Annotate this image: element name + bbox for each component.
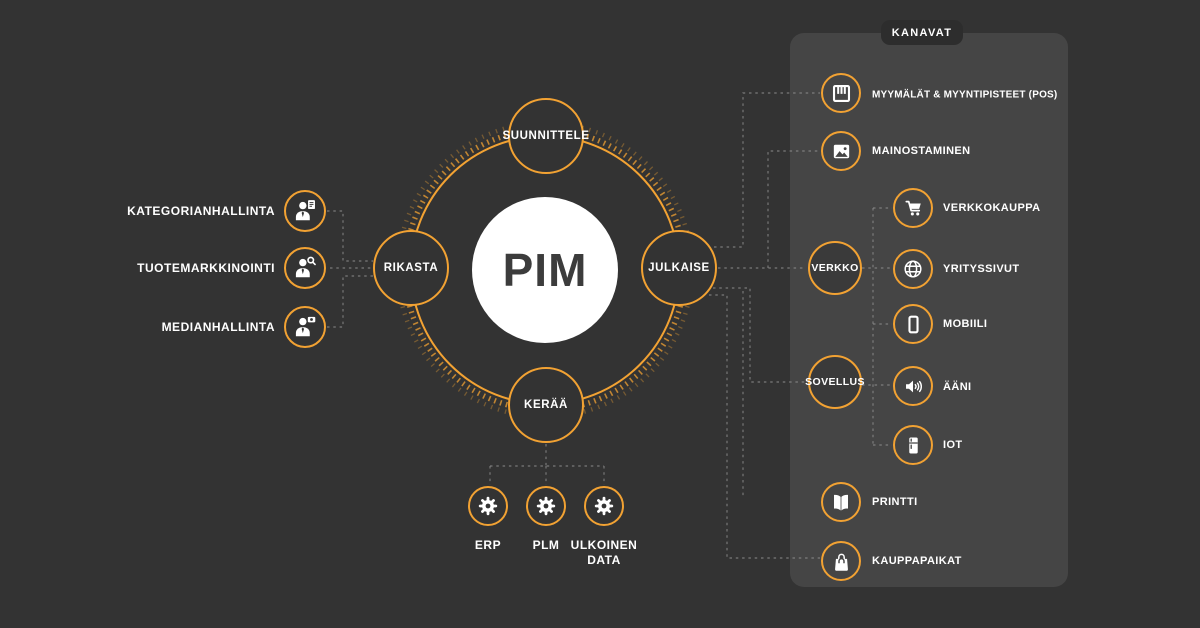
person-search-icon <box>295 256 316 278</box>
channel-circle-yrityssivut <box>893 249 933 289</box>
speaker-icon <box>905 380 922 392</box>
channel-circle-printti <box>821 482 861 522</box>
cycle-node-label: KERÄÄ <box>524 399 568 411</box>
phone-icon <box>907 315 919 333</box>
channel-label-verkkokauppa: VERKKOKAUPPA <box>943 202 1041 214</box>
cycle-node-label: JULKAISE <box>648 262 710 274</box>
input-circle-medianhallinta <box>284 306 326 348</box>
cart-icon <box>904 200 921 215</box>
channel-label-mobiili: MOBIILI <box>943 318 988 330</box>
connector-julkaise-kauppapaikat <box>709 294 820 559</box>
person-document-icon <box>295 200 315 221</box>
cycle-node-rikasta: RIKASTA <box>373 230 449 306</box>
channel-label-mainostaminen: MAINOSTAMINEN <box>872 145 971 157</box>
globe-icon <box>904 260 922 278</box>
connector-julkaise-pos <box>714 92 820 248</box>
input-label-kategorianhallinta: KATEGORIANHALLINTA <box>127 204 275 218</box>
group-node-label: VERKKO <box>811 262 859 274</box>
group-node-sovellus: SOVELLUS <box>805 355 865 409</box>
group-node-verkko: VERKKO <box>808 241 862 295</box>
source-circle-ulkoinen-data <box>584 486 624 526</box>
input-circle-kategorianhallinta <box>284 190 326 232</box>
appliance-icon <box>908 436 918 454</box>
channel-circle-kauppapaikat <box>821 541 861 581</box>
cycle-node-julkaise: JULKAISE <box>641 230 717 306</box>
person-camera-icon <box>295 316 316 337</box>
storefront-icon <box>832 84 850 102</box>
channel-circle-iot <box>893 425 933 465</box>
pim-hub: PIM <box>472 197 618 343</box>
source-label-ulkoinen-data: ULKOINEN DATA <box>570 538 638 567</box>
channel-circle-verkkokauppa <box>893 188 933 228</box>
bag-icon <box>834 553 848 571</box>
input-circle-tuotemarkkinointi <box>284 247 326 289</box>
channel-label-aani: ÄÄNI <box>943 381 972 393</box>
channel-circle-aani <box>893 366 933 406</box>
book-icon <box>834 494 848 511</box>
gear-icon <box>536 496 556 516</box>
channel-label-printti: PRINTTI <box>872 496 918 508</box>
input-label-tuotemarkkinointi: TUOTEMARKKINOINTI <box>137 261 275 275</box>
channels-tab: KANAVAT <box>881 20 963 45</box>
pim-hub-label: PIM <box>502 244 588 296</box>
connector-julkaise-sovellus <box>713 287 806 383</box>
cycle-node-suunnittele: SUUNNITTELE <box>502 98 589 174</box>
group-node-label: SOVELLUS <box>805 376 865 388</box>
source-circle-plm <box>526 486 566 526</box>
channel-label-kauppapaikat: KAUPPAPAIKAT <box>872 555 962 567</box>
channels-tab-label: KANAVAT <box>891 26 953 39</box>
channel-circle-mainostaminen <box>821 131 861 171</box>
channel-label-pos: MYYMÄLÄT & MYYNTIPISTEET (POS) <box>872 89 1058 101</box>
image-icon <box>833 144 849 158</box>
channel-circle-pos <box>821 73 861 113</box>
connector-medianhallinta-rikasta <box>327 275 373 328</box>
cycle-node-keraa: KERÄÄ <box>508 367 584 443</box>
source-label-erp: ERP <box>474 538 502 552</box>
gear-icon <box>478 496 498 516</box>
connector-kategorianhallinta-rikasta <box>327 210 373 262</box>
channel-label-iot: IOT <box>943 439 963 451</box>
gear-icon <box>594 496 614 516</box>
cycle-node-label: SUUNNITTELE <box>502 130 590 142</box>
source-circle-erp <box>468 486 508 526</box>
input-label-medianhallinta: MEDIANHALLINTA <box>161 320 275 334</box>
cycle-node-label: RIKASTA <box>383 262 439 274</box>
source-label-plm: PLM <box>532 538 560 552</box>
connector-julkaise-mainostaminen <box>767 150 820 268</box>
channel-label-yrityssivut: YRITYSSIVUT <box>943 263 1020 275</box>
channel-circle-mobiili <box>893 304 933 344</box>
